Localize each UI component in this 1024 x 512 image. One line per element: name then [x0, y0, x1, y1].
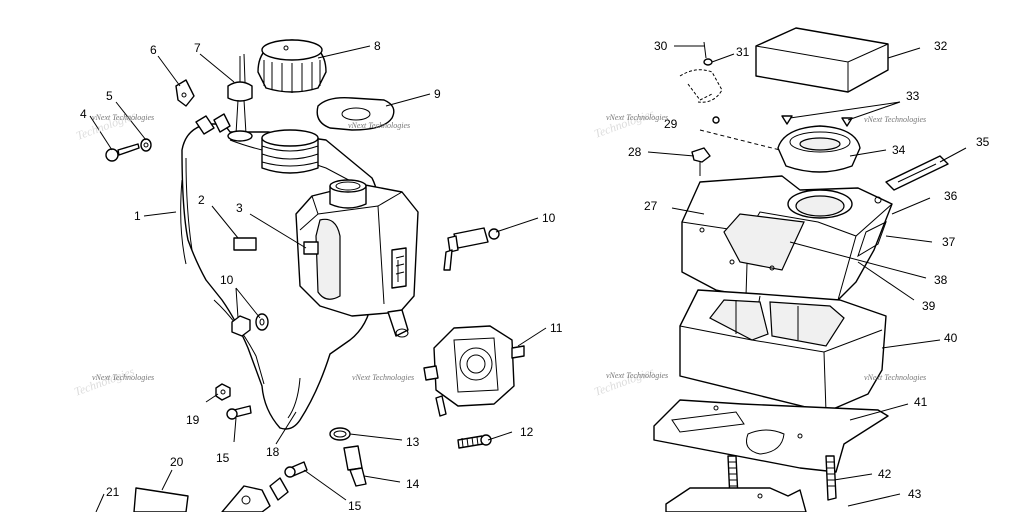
screw	[284, 461, 308, 478]
callout-27: 27	[644, 199, 658, 213]
gasket	[316, 96, 395, 131]
callout-38: 38	[934, 273, 948, 287]
callout-41: 41	[914, 395, 928, 409]
fuel-cap	[257, 39, 327, 93]
callout-33: 33	[906, 89, 920, 103]
callout-11: 11	[550, 321, 563, 335]
callout-28: 28	[628, 145, 642, 159]
retaining-strap	[885, 155, 949, 191]
callout-2: 2	[198, 193, 205, 207]
callout-5: 5	[106, 89, 113, 103]
decal-plate	[133, 487, 189, 512]
callout-9: 9	[434, 87, 441, 101]
airbox-cover	[681, 175, 893, 309]
watermark-text: vNext Technologies	[92, 373, 154, 382]
label-decal	[303, 241, 319, 255]
callout-13: 13	[406, 435, 420, 449]
callout-6: 6	[150, 43, 157, 57]
callout-29: 29	[664, 117, 678, 131]
callout-labels: 1 2 3 4 5 6 7 8 9 10 10 11 12 13 14 15 1…	[80, 39, 990, 512]
callout-15-right: 15	[348, 499, 362, 512]
callout-15-left: 15	[216, 451, 230, 465]
mount-bracket	[221, 477, 289, 512]
callout-3: 3	[236, 201, 243, 215]
callout-34: 34	[892, 143, 906, 157]
air-filter-element	[755, 27, 889, 93]
label-decal	[233, 237, 257, 251]
watermark-text: vNext Technologies	[606, 371, 668, 380]
leader-lines	[89, 45, 967, 512]
lower-plate	[665, 487, 807, 512]
airbox-base	[679, 289, 887, 413]
watermark-text: vNext Technologies	[864, 115, 926, 124]
bracket	[175, 79, 195, 107]
fuel-tank-reservoir	[295, 179, 419, 338]
callout-10-left: 10	[220, 273, 234, 287]
watermark-text: vNext Technologies	[606, 113, 668, 122]
mounting-stud	[825, 455, 837, 501]
callout-4: 4	[80, 107, 87, 121]
screw	[781, 115, 853, 127]
callout-14: 14	[406, 477, 420, 491]
watermark-text: vNext Technologies	[348, 121, 410, 130]
callout-36: 36	[944, 189, 958, 203]
intake-boot	[777, 125, 861, 173]
callout-39: 39	[922, 299, 936, 313]
callout-30: 30	[654, 39, 668, 53]
callout-37: 37	[942, 235, 956, 249]
callout-1: 1	[134, 209, 141, 223]
callout-8: 8	[374, 39, 381, 53]
watermark-text: vNext Technologies	[864, 373, 926, 382]
screw	[226, 405, 252, 420]
watermark-large: Technologies	[592, 106, 656, 141]
watermark-text: vNext Technologies	[92, 113, 154, 122]
fuel-pump	[423, 325, 525, 417]
callout-32: 32	[934, 39, 948, 53]
fuel-fitting	[343, 445, 367, 487]
fuel-valve	[443, 227, 500, 271]
callout-40: 40	[944, 331, 958, 345]
callout-31: 31	[736, 45, 750, 59]
nut-and-washer	[231, 313, 269, 337]
callout-7: 7	[194, 41, 201, 55]
pump-screw	[457, 434, 492, 449]
callout-35: 35	[976, 135, 990, 149]
nut	[215, 383, 231, 401]
screw-and-washer	[105, 138, 152, 162]
callout-18: 18	[266, 445, 280, 459]
hose-clamp	[329, 427, 351, 441]
callout-20: 20	[170, 455, 184, 469]
base-gasket	[653, 399, 889, 473]
callout-19: 19	[186, 413, 200, 427]
gauge-sender	[227, 53, 253, 135]
latch-knob	[691, 147, 711, 176]
callout-10-right: 10	[542, 211, 556, 225]
watermark-text: vNext Technologies	[352, 373, 414, 382]
callout-42: 42	[878, 467, 892, 481]
callout-12: 12	[520, 425, 534, 439]
watermark-large: Technologies	[592, 364, 656, 399]
callout-43: 43	[908, 487, 922, 501]
callout-21: 21	[106, 485, 120, 499]
